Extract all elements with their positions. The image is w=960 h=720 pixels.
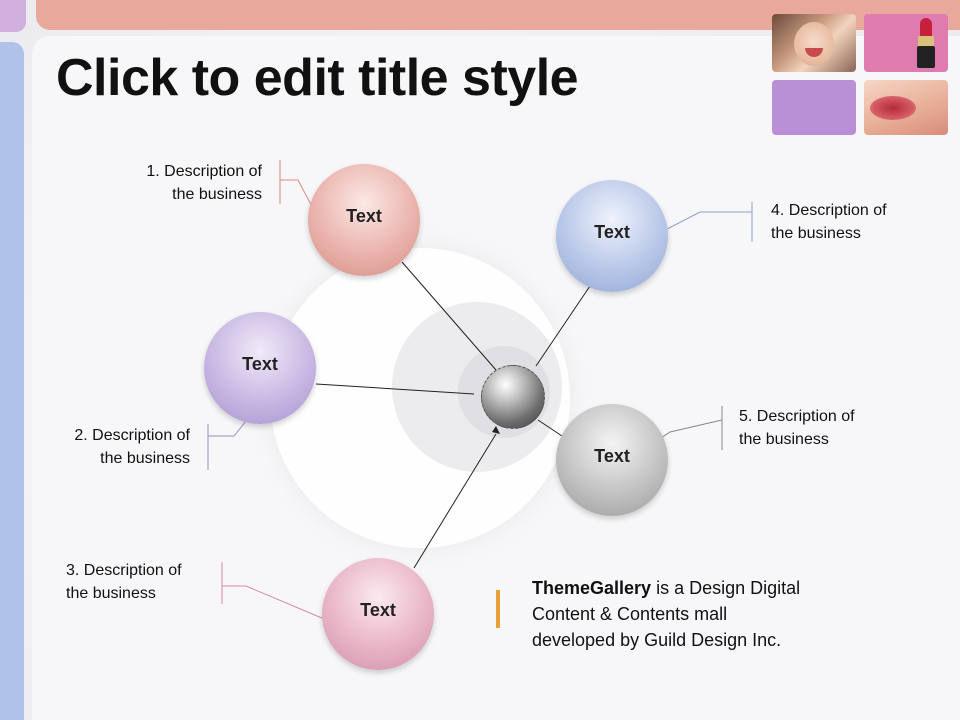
- purple-tile: [772, 80, 856, 135]
- node-sphere-1[interactable]: Text: [308, 164, 420, 276]
- description-line: the business: [739, 431, 829, 448]
- description-line: 2. Description of: [74, 427, 190, 444]
- photo-lipstick: [864, 14, 948, 72]
- photo-woman-smiling: [772, 14, 856, 72]
- left-accent-bar: [0, 42, 24, 720]
- description-2: 2. Description of the business: [40, 424, 190, 470]
- node-sphere-3[interactable]: Text: [322, 558, 434, 670]
- node-sphere-5[interactable]: Text: [556, 404, 668, 516]
- brand-name: ThemeGallery: [532, 578, 652, 598]
- footer-line-rest: is a Design Digital: [651, 578, 801, 598]
- description-5: 5. Description of the business: [739, 405, 855, 451]
- hub-sphere: [481, 365, 545, 429]
- footer-line: Content & Contents mall: [532, 604, 728, 624]
- corner-accent: [0, 0, 26, 32]
- node-sphere-4[interactable]: Text: [556, 180, 668, 292]
- footer-accent-bar: [496, 590, 500, 628]
- description-3: 3. Description of the business: [66, 559, 182, 605]
- node-label: Text: [594, 445, 630, 466]
- description-line: the business: [172, 186, 262, 203]
- node-label: Text: [360, 599, 396, 620]
- description-line: 3. Description of: [66, 562, 182, 579]
- footer-text[interactable]: ThemeGallery is a Design Digital Content…: [532, 575, 862, 653]
- description-line: the business: [100, 450, 190, 467]
- description-line: 4. Description of: [771, 202, 887, 219]
- footer-line: developed by Guild Design Inc.: [532, 630, 782, 650]
- node-label: Text: [242, 353, 278, 374]
- description-line: the business: [771, 225, 861, 242]
- node-label: Text: [346, 205, 382, 226]
- description-1: 1. Description of the business: [112, 160, 262, 206]
- photo-lips: [864, 80, 948, 135]
- footer-line: ThemeGallery is a Design Digital: [532, 575, 862, 601]
- description-line: the business: [66, 585, 156, 602]
- node-label: Text: [594, 221, 630, 242]
- description-line: 5. Description of: [739, 408, 855, 425]
- slide-title[interactable]: Click to edit title style: [56, 49, 579, 107]
- description-4: 4. Description of the business: [771, 199, 887, 245]
- node-sphere-2[interactable]: Text: [204, 312, 316, 424]
- description-line: 1. Description of: [146, 163, 262, 180]
